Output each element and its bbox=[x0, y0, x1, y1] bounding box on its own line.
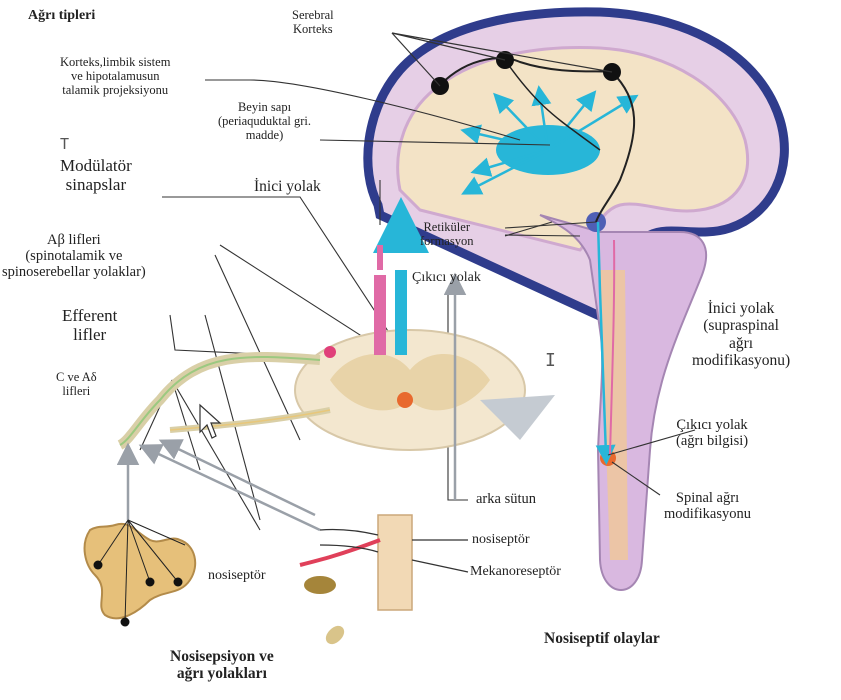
label-korteks-limbik: Korteks,limbik sistem ve hipotalamusun t… bbox=[60, 55, 170, 97]
label-mekanoreseptor: Mekanoreseptör bbox=[470, 564, 561, 580]
diagram-title: Ağrı tipleri bbox=[28, 8, 95, 24]
label-efferent-lifler: Efferent lifler bbox=[62, 306, 117, 344]
label-inici-yolak: İnici yolak bbox=[254, 178, 321, 195]
label-inici-yolak-supraspinal: İnici yolak (supraspinal ağrı modifikasy… bbox=[692, 300, 790, 369]
label-retikuler-formasyon: Retiküler formasyon bbox=[420, 220, 473, 248]
label-serebral-korteks: Serebral Korteks bbox=[292, 8, 334, 36]
label-arka-sutun: arka sütun bbox=[476, 491, 536, 507]
label-ab-lifleri: Aβ lifleri (spinotalamik ve spinoserebel… bbox=[2, 232, 146, 281]
label-modulator-sinapslar: Modülatör sinapslar bbox=[60, 156, 132, 194]
viscera bbox=[85, 520, 196, 627]
label-nosiseptif-olaylar: Nosiseptif olaylar bbox=[544, 630, 660, 647]
label-cikici-yolak: Çıkıcı yolak bbox=[412, 270, 481, 286]
skin-receptors bbox=[300, 515, 468, 644]
label-beyin-sapi: Beyin sapı (periaquduktal gri. madde) bbox=[218, 100, 311, 142]
label-nosiseptor-left: nosiseptör bbox=[208, 568, 266, 584]
label-nosiseptor-right: nosiseptör bbox=[472, 532, 530, 548]
text-cursor-icon: T bbox=[60, 135, 69, 153]
label-nosisepsiyon: Nosisepsiyon ve ağrı yolakları bbox=[170, 648, 274, 683]
label-spinal-agri: Spinal ağrı modifikasyonu bbox=[664, 490, 751, 522]
descending-pillar bbox=[374, 275, 386, 355]
label-c-ad-lifleri: C ve Aδ lifleri bbox=[56, 370, 97, 398]
text-cursor-icon: I bbox=[545, 350, 556, 371]
label-cikici-yolak-agri: Çıkıcı yolak (ağrı bilgisi) bbox=[676, 417, 748, 449]
ascending-pillar bbox=[395, 270, 407, 355]
